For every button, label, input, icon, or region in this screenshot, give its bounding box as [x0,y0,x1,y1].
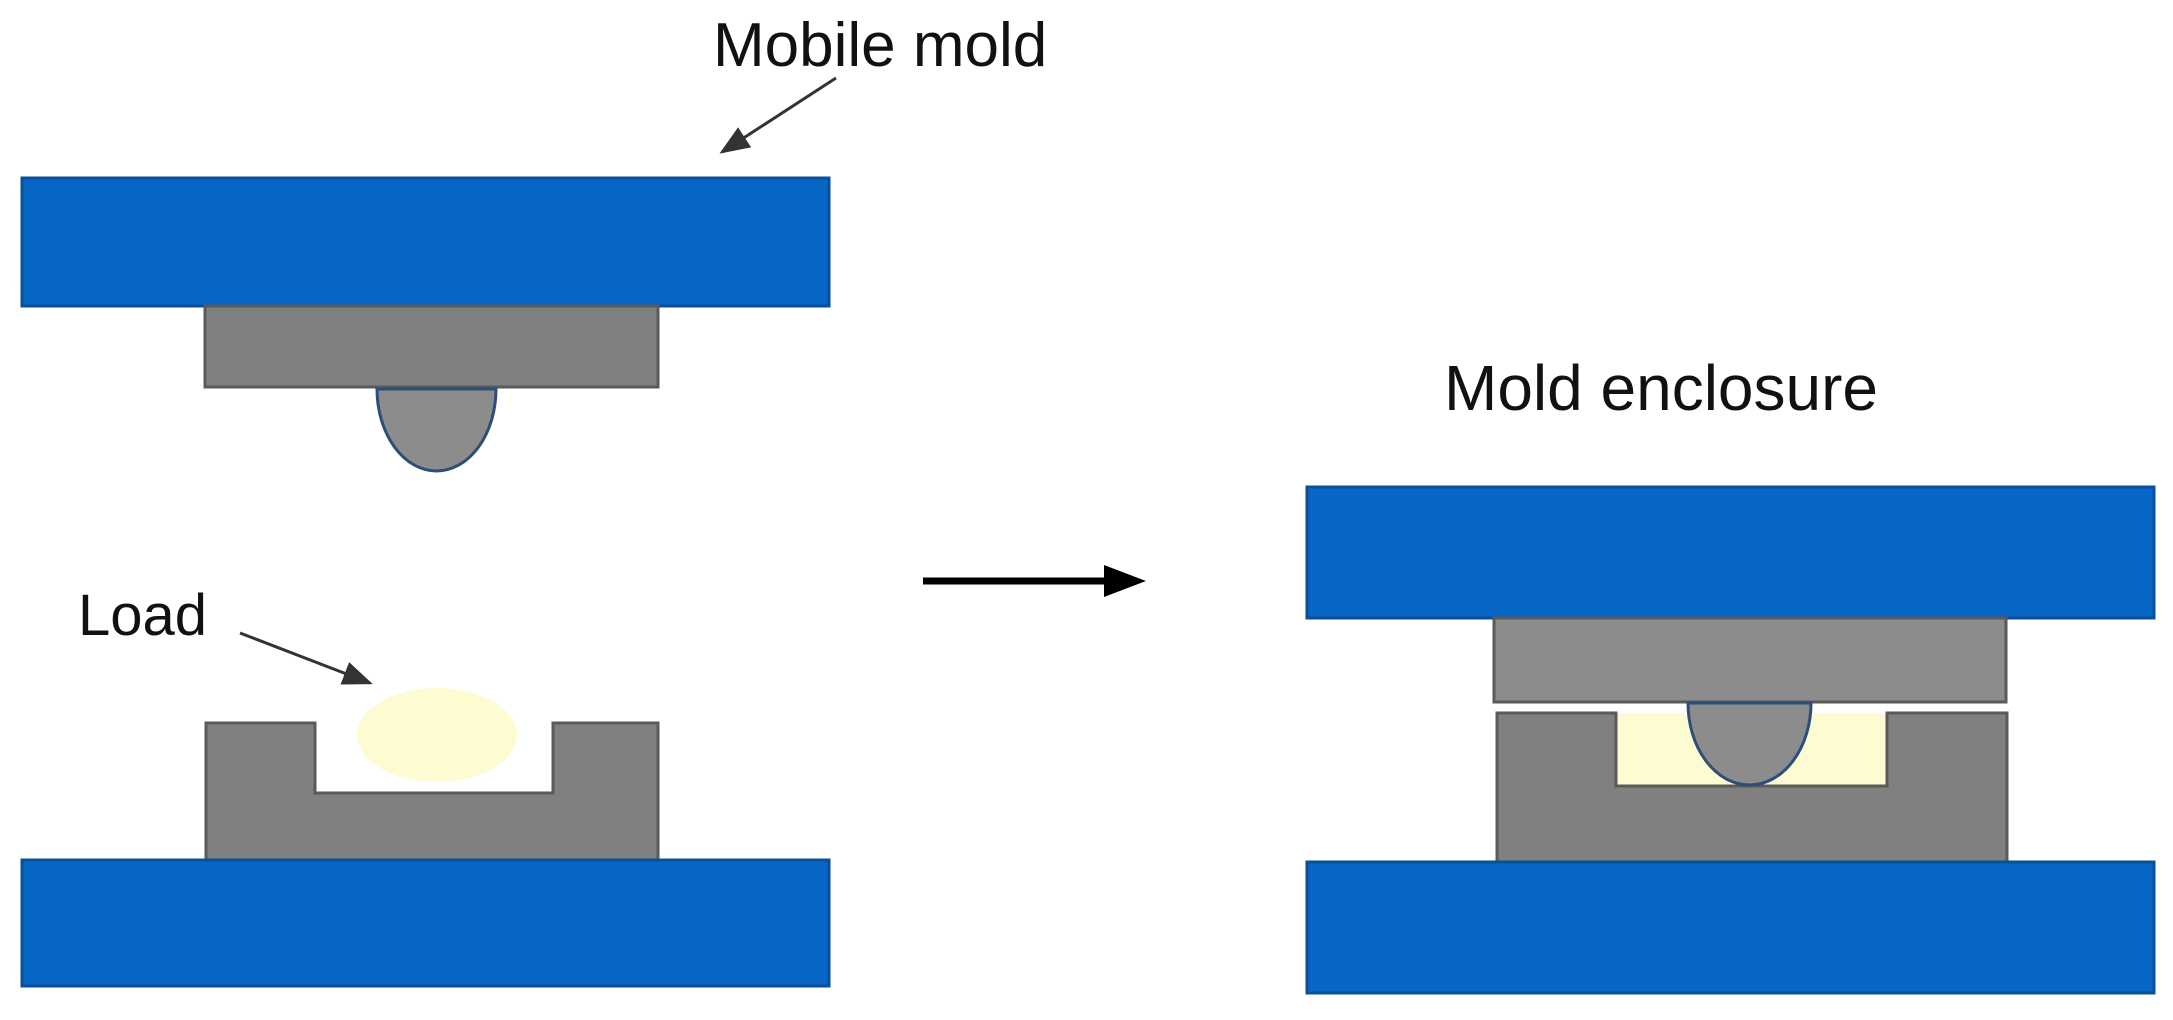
upper-punch [375,387,498,473]
closed-lower-platen [1305,860,2156,995]
process-arrow [923,565,1146,597]
load-label: Load [78,583,207,648]
load-pointer [239,631,373,685]
load-charge [357,688,517,782]
closed-upper-platen [1305,485,2156,620]
mobile-mold-pointer [719,76,837,154]
closed-punch [1686,701,1813,787]
open-mold-assembly: Mobile mold Load [20,11,1047,988]
closed-mold-assembly: Mold enclosure [1305,352,2156,995]
closed-upper-mold-block [1492,616,2008,704]
upper-platen [20,176,831,308]
lower-platen [20,858,831,988]
mold-enclosure-label: Mold enclosure [1444,352,1878,424]
upper-mold-block [203,304,660,389]
mobile-mold-label: Mobile mold [713,11,1047,80]
